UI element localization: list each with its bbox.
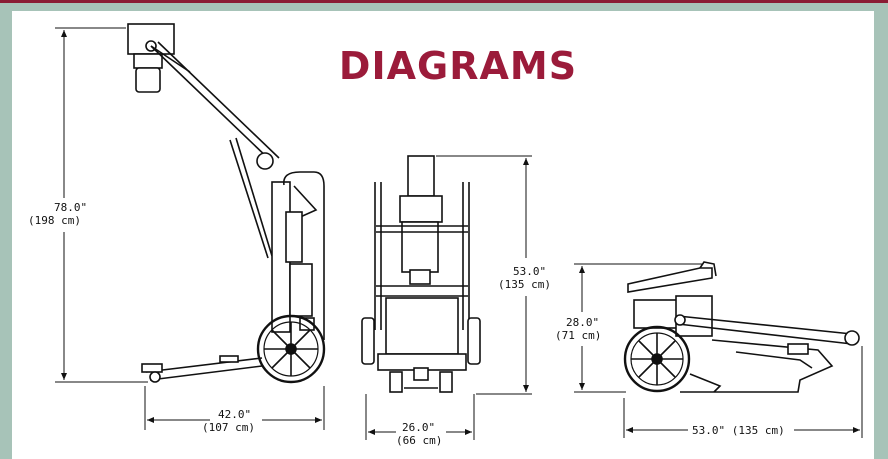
front-xray-head	[399, 195, 443, 223]
top-accent-bar	[0, 0, 888, 3]
side-length-cm: (107 cm)	[202, 421, 255, 434]
side-height-cm: (198 cm)	[28, 214, 81, 227]
front-width-cm: (66 cm)	[396, 434, 442, 447]
folded-height-in: 28.0"	[566, 316, 599, 329]
front-width-in: 26.0"	[402, 421, 435, 434]
folded-height-cm: (71 cm)	[555, 329, 601, 342]
front-view-drawing	[361, 155, 481, 393]
folded-dimensions	[574, 263, 863, 438]
folded-length: 53.0" (135 cm)	[692, 424, 785, 437]
side-height-in: 78.0"	[54, 201, 87, 214]
side-length-in: 42.0"	[218, 408, 251, 421]
front-dimensions	[365, 155, 532, 440]
side-view-drawing	[127, 23, 326, 384]
front-height-cm: (135 cm)	[498, 278, 551, 291]
front-body	[385, 297, 459, 355]
front-height-in: 53.0"	[513, 265, 546, 278]
side-wheel	[256, 314, 326, 384]
side-xray-head	[127, 23, 175, 55]
side-dimensions	[55, 27, 325, 430]
page-title: DIAGRAMS	[338, 44, 578, 88]
folded-view-drawing	[623, 261, 860, 393]
folded-wheel	[623, 325, 691, 393]
